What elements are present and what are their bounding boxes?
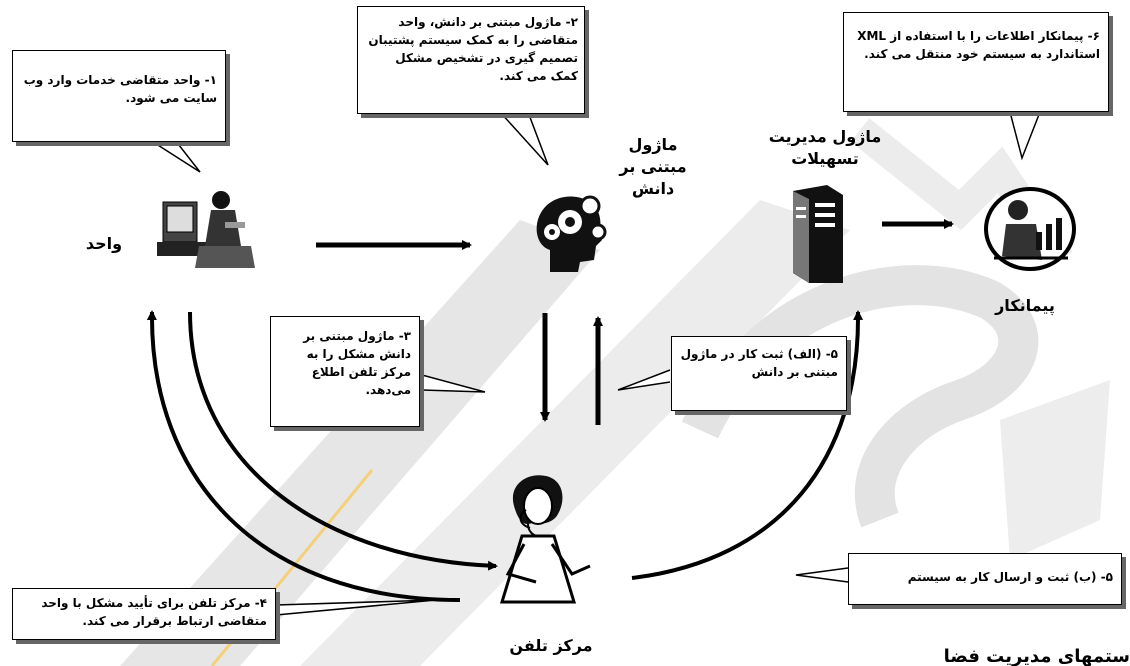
callout-step-3-text: ۳- ماژول مبتنی بر دانش مشکل را به مرکز ت… (303, 329, 411, 397)
callout-tail-c3 (421, 374, 486, 393)
callout-step-5a: ۵- (الف) ثبت کار در ماژول مبتنی بر دانش (671, 336, 847, 411)
node-label-vahed: واحد (85, 234, 123, 253)
callout-step-2-text: ۲- ماژول مبتنی بر دانش، واحد متقاضی را ب… (368, 15, 578, 83)
callout-tail-c5b (795, 567, 849, 583)
footer-partial-heading: ستمهای مدیریت فضا (943, 646, 1130, 666)
server-tower-icon (793, 185, 843, 283)
callout-tail-c1 (149, 139, 201, 173)
callout-step-4: ۴- مرکز تلفن برای تأیید مشکل با واحد متق… (12, 588, 276, 640)
callout-tail-c4 (275, 599, 437, 616)
callout-tail-c2 (499, 111, 549, 166)
callout-step-2: ۲- ماژول مبتنی بر دانش، واحد متقاضی را ب… (357, 6, 585, 114)
callout-step-6: ۶- پیمانکار اطلاعات را با استفاده از XML… (843, 12, 1109, 112)
arrow-callcenter-to-fm (631, 310, 864, 580)
callout-step-6-text: ۶- پیمانکار اطلاعات را با استفاده از XML… (857, 29, 1100, 61)
phone-operator-icon (499, 475, 591, 604)
node-label-km: ماژول مبتنی بر دانش (619, 135, 687, 198)
callout-step-5a-text: ۵- (الف) ثبت کار در ماژول مبتنی بر دانش (680, 347, 838, 379)
node-label-fm: ماژول مدیریت تسهیلات (768, 127, 882, 168)
callout-step-3: ۳- ماژول مبتنی بر دانش مشکل را به مرکز ت… (270, 316, 420, 427)
arrow-vahed-to-callcenter (188, 311, 498, 571)
node-label-contractor: پیمانکار (995, 296, 1055, 315)
computer-user-icon (157, 191, 255, 268)
brain-gears-icon (536, 195, 607, 272)
node-label-callcenter: مرکز تلفن (509, 636, 593, 655)
contractor-worker-icon (984, 187, 1076, 271)
callout-step-5b-text: ۵- (ب) ثبت و ارسال کار به سیستم (907, 570, 1113, 584)
callout-tail-c5a (617, 369, 671, 391)
arrow-callcenter-to-vahed (146, 310, 461, 602)
callout-step-1-text: ۱- واحد متقاضی خدمات وارد وب سایت می شود… (23, 73, 217, 105)
callout-tail-c6 (1009, 111, 1041, 161)
callout-step-4-text: ۴- مرکز تلفن برای تأیید مشکل با واحد متق… (41, 596, 267, 628)
callout-step-1: ۱- واحد متقاضی خدمات وارد وب سایت می شود… (12, 50, 226, 142)
callout-step-5b: ۵- (ب) ثبت و ارسال کار به سیستم (848, 553, 1122, 605)
